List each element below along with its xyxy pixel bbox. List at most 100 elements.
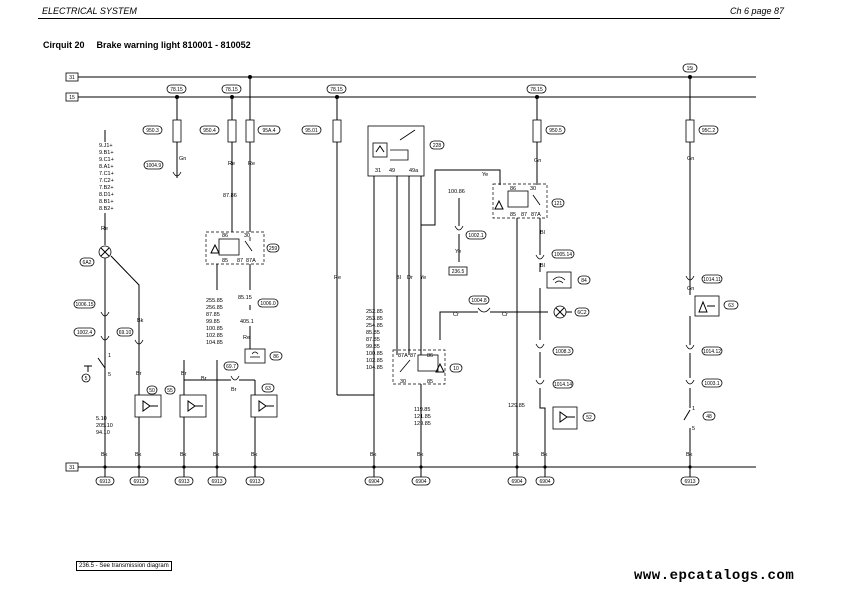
svg-text:121: 121 (554, 201, 563, 207)
svg-text:95C.2: 95C.2 (702, 128, 716, 134)
svg-text:Bl: Bl (540, 263, 545, 269)
svg-text:129.85: 129.85 (508, 403, 525, 409)
svg-text:Br: Br (231, 387, 237, 393)
svg-text:9.C1+: 9.C1+ (99, 157, 114, 163)
svg-text:87.85: 87.85 (366, 337, 380, 343)
svg-text:119.85: 119.85 (414, 407, 430, 413)
svg-text:Bk: Bk (180, 452, 187, 458)
feeder-wires (176, 77, 691, 395)
svg-text:6913: 6913 (178, 479, 189, 485)
circuit-name: Brake warning light 810001 - 810052 (96, 40, 251, 50)
svg-text:Gn: Gn (179, 156, 186, 162)
svg-text:15i: 15i (687, 66, 694, 72)
switch-left (84, 357, 106, 372)
relay-121: 86 30 85 87 87A 121 (492, 183, 565, 219)
svg-text:69.7: 69.7 (226, 364, 236, 370)
svg-text:85.85: 85.85 (366, 330, 380, 336)
svg-text:Bk: Bk (541, 452, 548, 458)
svg-text:6913: 6913 (133, 479, 144, 485)
rail-tag-15-label: 15 (69, 95, 75, 101)
svg-text:950.4: 950.4 (203, 128, 216, 134)
svg-text:104.85: 104.85 (366, 365, 383, 371)
svg-text:236.5: 236.5 (452, 269, 465, 275)
svg-text:78.15: 78.15 (225, 87, 238, 93)
svg-text:87A: 87A (398, 353, 408, 359)
svg-text:100.85: 100.85 (366, 351, 383, 357)
svg-text:1002.1: 1002.1 (468, 233, 484, 239)
connector-1004-9 (143, 160, 164, 170)
svg-text:254.85: 254.85 (366, 323, 383, 329)
svg-text:10: 10 (453, 366, 459, 372)
svg-text:52: 52 (586, 415, 592, 421)
svg-text:87.85: 87.85 (206, 312, 220, 318)
svg-text:85: 85 (427, 379, 433, 385)
svg-text:253.85: 253.85 (366, 316, 383, 322)
svg-text:30: 30 (244, 233, 250, 239)
svg-text:Bk: Bk (513, 452, 520, 458)
svg-text:Re: Re (228, 161, 235, 167)
footnote: 236.5 - See transmission diagram (76, 561, 172, 571)
switch-48 (702, 411, 716, 421)
svg-text:228: 228 (433, 143, 442, 149)
relay-259: 86 30 85 87 87A 259 (205, 231, 280, 265)
relay-10: 87A 87 86 30 85 10 (392, 349, 463, 385)
svg-text:87A: 87A (246, 258, 256, 264)
svg-text:5: 5 (692, 426, 695, 432)
svg-text:6904: 6904 (539, 479, 550, 485)
svg-text:Cr: Cr (502, 312, 508, 318)
rail-tag-31-bottom (65, 462, 79, 472)
svg-text:78.15: 78.15 (170, 87, 183, 93)
header-rule (38, 18, 780, 19)
sensor-86: 86 (244, 348, 283, 364)
svg-text:129.85: 129.85 (414, 421, 431, 427)
relay-228: 31 49 49a 228 (367, 125, 445, 177)
svg-text:5: 5 (85, 376, 88, 382)
svg-text:Gn: Gn (687, 286, 694, 292)
svg-text:85: 85 (222, 258, 228, 264)
svg-text:55: 55 (167, 388, 173, 394)
low-center-wire-list: 119.85 121.85 129.85 (414, 407, 431, 427)
left-wire-list: 9.J1+ 9.B1+ 9.C1+ 8.A1+ 7.C1+ 7.C2+ 7.B2… (99, 143, 114, 212)
svg-text:6913: 6913 (99, 479, 110, 485)
svg-text:Cr: Cr (453, 312, 459, 318)
svg-text:Bl: Bl (396, 275, 401, 281)
svg-text:102.85: 102.85 (366, 358, 383, 364)
svg-text:Br: Br (201, 376, 207, 382)
svg-text:31: 31 (375, 168, 381, 174)
svg-text:Re: Re (334, 275, 341, 281)
svg-text:48: 48 (706, 414, 712, 420)
svg-text:85: 85 (510, 212, 516, 218)
watermark-link[interactable]: www.epcatalogs.com (634, 568, 795, 584)
svg-text:104.85: 104.85 (206, 340, 223, 346)
svg-text:5: 5 (108, 372, 111, 378)
solenoid-52: 52 (552, 406, 596, 430)
rail-top-tags: 78.15 78.15 78.15 78.15 15i (166, 63, 698, 94)
svg-text:252.85: 252.85 (366, 309, 383, 315)
svg-text:Ye: Ye (482, 172, 488, 178)
svg-text:1002.4: 1002.4 (77, 330, 93, 336)
svg-text:255.85: 255.85 (206, 298, 223, 304)
svg-text:30: 30 (530, 186, 536, 192)
svg-text:Gn: Gn (687, 156, 694, 162)
left-low-wire-list: 5.10 205.10 94.10 (96, 416, 113, 436)
svg-text:6913: 6913 (684, 479, 695, 485)
svg-text:69.10: 69.10 (119, 330, 132, 336)
svg-text:100.85: 100.85 (206, 326, 223, 332)
rail-tag-31-bottom-label: 31 (69, 465, 75, 471)
svg-text:1: 1 (692, 406, 695, 412)
svg-text:6C2: 6C2 (577, 310, 586, 316)
svg-text:Ye: Ye (420, 275, 426, 281)
svg-text:87.86: 87.86 (223, 193, 237, 199)
rail-tag-15 (65, 92, 79, 102)
svg-text:Bk: Bk (251, 452, 258, 458)
svg-text:7.C2+: 7.C2+ (99, 178, 114, 184)
svg-text:6904: 6904 (368, 479, 379, 485)
svg-text:8.B2+: 8.B2+ (99, 206, 114, 212)
ground-bk-labels: Bk Bk Bk Bk Bk Bk Bk Bk Bk Bk (101, 452, 693, 458)
svg-text:1006.15: 1006.15 (75, 302, 93, 308)
svg-text:30: 30 (400, 379, 406, 385)
svg-text:86: 86 (427, 353, 433, 359)
svg-text:Gn: Gn (534, 158, 541, 164)
relay-63-right: 63 (694, 295, 739, 317)
